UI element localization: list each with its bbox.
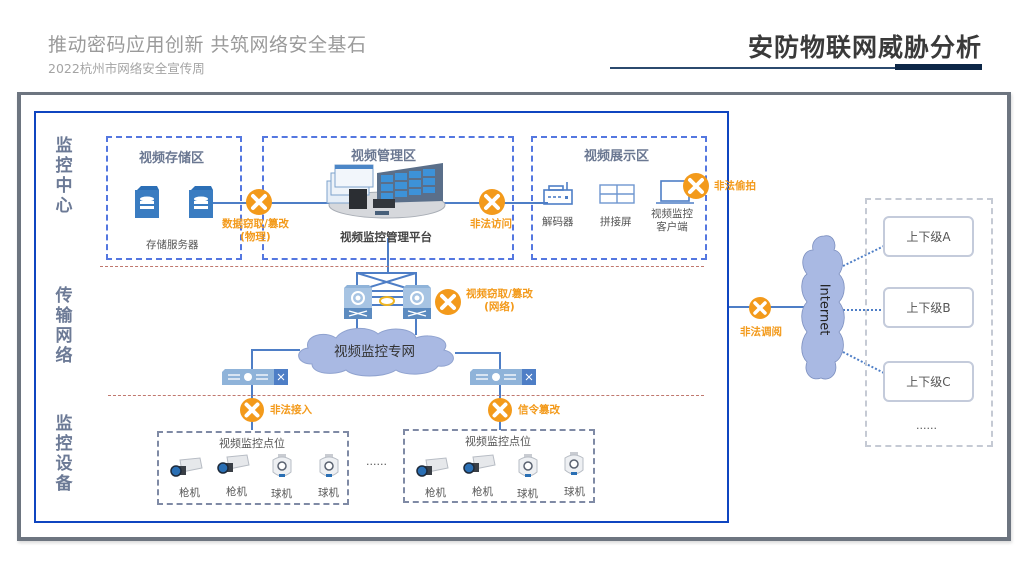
threat-label-network-tamper: 视频窃取/篡改 (网络) — [466, 288, 533, 313]
section-label-devices: 监 控 设 备 — [55, 414, 73, 494]
management-platform-icon — [326, 163, 446, 219]
internet-label: Internet — [816, 283, 832, 336]
core-switch-icon — [403, 285, 431, 319]
dome-camera-icon — [272, 454, 292, 477]
decoder-icon — [543, 182, 573, 205]
slogan: 推动密码应用创新 共筑网络安全基石 — [48, 34, 367, 56]
dome-camera-icon — [518, 454, 538, 477]
camera-label: 枪机 — [472, 486, 493, 498]
camera-group — [403, 429, 595, 503]
threat-x-icon — [479, 189, 505, 215]
dome-camera-icon — [319, 454, 339, 477]
camera-label: 球机 — [564, 486, 585, 498]
camera-group-title: 视频监控点位 — [219, 437, 285, 450]
camera-label: 球机 — [517, 488, 538, 500]
private-network-cloud-icon — [298, 328, 454, 377]
core-uplink-frame — [356, 272, 417, 292]
threat-x-icon — [246, 189, 272, 215]
camera-label: 枪机 — [226, 486, 247, 498]
camera-label: 球机 — [318, 487, 339, 499]
internal-network-frame — [34, 111, 729, 523]
more-levels-ellipsis: ...... — [916, 419, 937, 432]
separator-center-transmission — [100, 266, 704, 267]
subtitle: 2022杭州市网络安全宣传周 — [48, 61, 205, 76]
threat-x-icon — [435, 289, 461, 315]
section-label-transmission: 传 输 网 络 — [55, 286, 73, 366]
video-wall-label: 拼接屏 — [600, 216, 632, 228]
threat-x-icon — [683, 173, 709, 199]
client-label: 视频监控 客户端 — [651, 208, 693, 233]
private-network-label: 视频监控专网 — [334, 344, 415, 360]
threat-label-illegal-retrieve: 非法调阅 — [740, 326, 782, 338]
threat-label-illegal-access: 非法访问 — [470, 218, 512, 230]
separator-transmission-devices — [108, 395, 704, 396]
management-platform-label: 视频监控管理平台 — [340, 230, 432, 244]
camera-group-title: 视频监控点位 — [465, 435, 531, 448]
level-node-c: 上下级C — [883, 361, 974, 402]
storage-zone — [106, 136, 242, 260]
storage-zone-title: 视频存储区 — [139, 151, 205, 166]
display-zone-title: 视频展示区 — [584, 149, 650, 164]
camera-label: 球机 — [271, 488, 292, 500]
database-server-icon — [189, 186, 213, 218]
bullet-camera-icon — [170, 457, 203, 477]
storage-server-label: 存储服务器 — [146, 239, 199, 251]
access-switch-icon — [222, 369, 288, 385]
threat-label-illegal-join: 非法接入 — [270, 404, 312, 416]
database-server-icon — [135, 186, 159, 218]
title-underline-accent — [895, 64, 982, 70]
access-switch-icon — [470, 369, 536, 385]
link-aggregation-ring — [379, 296, 395, 306]
bullet-camera-icon — [463, 454, 496, 474]
threat-x-icon — [749, 297, 771, 319]
display-zone — [531, 136, 707, 260]
bullet-camera-icon — [416, 457, 449, 477]
page-title: 安防物联网威胁分析 — [747, 33, 982, 62]
threat-label-physical: 数据窃取/篡改 (物理) — [222, 218, 289, 243]
more-camera-groups-ellipsis: ...... — [366, 455, 387, 468]
bullet-camera-icon — [217, 454, 250, 474]
threat-label-signal-tamper: 信令篡改 — [518, 404, 560, 416]
camera-label: 枪机 — [425, 487, 446, 499]
external-levels-zone — [865, 198, 993, 447]
threat-label-sneak-shot: 非法偷拍 — [714, 180, 756, 192]
threat-x-icon — [240, 398, 264, 422]
threat-x-icon — [488, 398, 512, 422]
internet-cloud-icon — [801, 235, 845, 380]
camera-label: 枪机 — [179, 487, 200, 499]
title-underline — [610, 67, 940, 69]
decoder-label: 解码器 — [542, 216, 574, 228]
management-zone-title: 视频管理区 — [351, 149, 417, 164]
camera-group — [157, 431, 349, 505]
level-node-b: 上下级B — [883, 287, 974, 328]
video-wall-icon — [599, 184, 635, 204]
dome-camera-icon — [564, 452, 584, 475]
section-label-monitor-center: 监 控 中 心 — [55, 136, 73, 216]
level-node-a: 上下级A — [883, 216, 974, 257]
core-switch-icon — [344, 285, 372, 319]
